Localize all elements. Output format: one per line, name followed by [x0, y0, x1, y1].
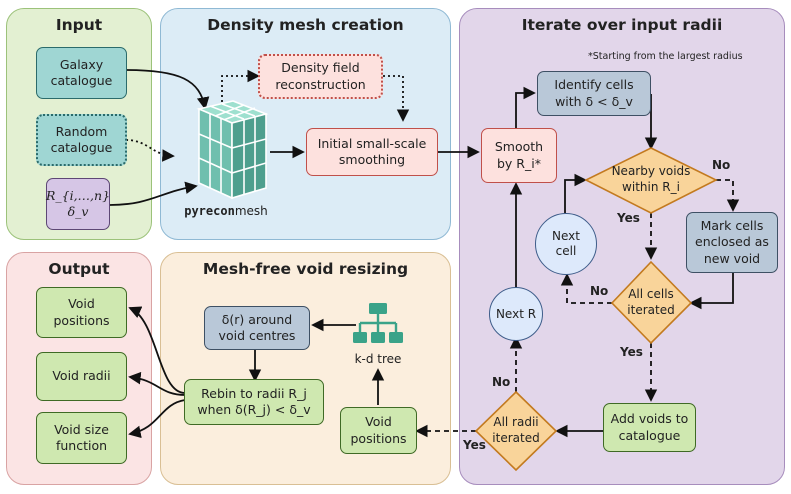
random-catalogue: Random catalogue	[36, 114, 127, 166]
edge-dfr-initial	[383, 75, 410, 122]
edge-label-no-allcells: No	[590, 284, 609, 298]
output-void-positions: Void positions	[36, 287, 127, 338]
density-field-reconstruction: Density field reconstruction	[258, 54, 383, 99]
density-title: Density mesh creation	[207, 16, 404, 34]
galaxy-catalogue: Galaxy catalogue	[36, 47, 127, 99]
edge-rebin-outradii	[128, 371, 186, 396]
kd-tree-label: k-d tree	[354, 352, 402, 367]
next-cell-node: Next cell	[535, 213, 597, 275]
void-positions-meshfree: Void positions	[340, 407, 417, 454]
all-radii-diamond	[474, 390, 558, 472]
meshfree-title: Mesh-free void resizing	[202, 260, 409, 278]
all-radii-label: All radii iterated	[492, 415, 540, 445]
output-void-size-function: Void size function	[36, 412, 127, 464]
mesh-word: mesh	[234, 204, 268, 219]
edge-mesh-dfr	[221, 69, 260, 102]
edge-smooth-identify	[515, 86, 536, 128]
add-voids-to-catalogue: Add voids to catalogue	[603, 403, 696, 452]
smooth-by-radius: Smooth by R_i*	[481, 128, 557, 183]
delta-around-centres: δ(r) around void centres	[204, 306, 310, 350]
edge-label-no-allradii: No	[492, 375, 511, 389]
mark-new-void: Mark cells enclosed as new void	[686, 212, 778, 273]
edge-label-yes-nearby: Yes	[617, 211, 640, 225]
edge-label-yes-allcells: Yes	[620, 345, 643, 359]
rebin-radii: Rebin to radii R_j when δ(R_j) < δ_v	[184, 379, 324, 425]
edge-label-no-nearby: No	[712, 158, 731, 172]
input-title: Input	[55, 16, 103, 34]
mesh-label: pyrecon mesh	[170, 204, 282, 220]
initial-smoothing: Initial small-scale smoothing	[306, 128, 438, 176]
pyrecon-code: pyrecon	[184, 204, 235, 219]
output-title: Output	[48, 260, 110, 278]
identify-cells: Identify cells with δ < δ_v	[537, 71, 651, 116]
radii-input: R_{i,…,n} δ_v	[46, 178, 110, 230]
nearby-voids-diamond	[584, 147, 718, 214]
iterate-title: Iterate over input radii	[521, 16, 723, 34]
edge-allcells-nextcell	[560, 273, 612, 304]
radii-values: R_{i,…,n}	[45, 187, 111, 203]
edge-nearby-mark	[716, 179, 740, 212]
edge-galaxy-mesh	[125, 69, 210, 110]
next-radius-node: Next R	[489, 287, 543, 341]
all-cells-label: All cells iterated	[627, 287, 675, 317]
edge-radii-mesh	[109, 181, 198, 206]
output-void-radii: Void radii	[36, 352, 127, 401]
nearby-voids-label: Nearby voids within R_i	[611, 164, 691, 194]
edge-nextcell-nearby	[564, 173, 587, 213]
edge-label-yes-allradii: Yes	[463, 438, 486, 452]
all-cells-diamond	[610, 260, 693, 345]
edge-rebin-outsf	[128, 399, 186, 439]
edge-mark-allcells	[689, 273, 734, 310]
edge-random-mesh	[125, 139, 175, 162]
largest-radius-note: *Starting from the largest radius	[588, 51, 743, 62]
density-threshold: δ_v	[67, 204, 89, 219]
kd-tree-icon	[353, 303, 403, 343]
mesh-cube-icon	[196, 100, 269, 200]
edge-rebin-outpos	[128, 306, 186, 394]
